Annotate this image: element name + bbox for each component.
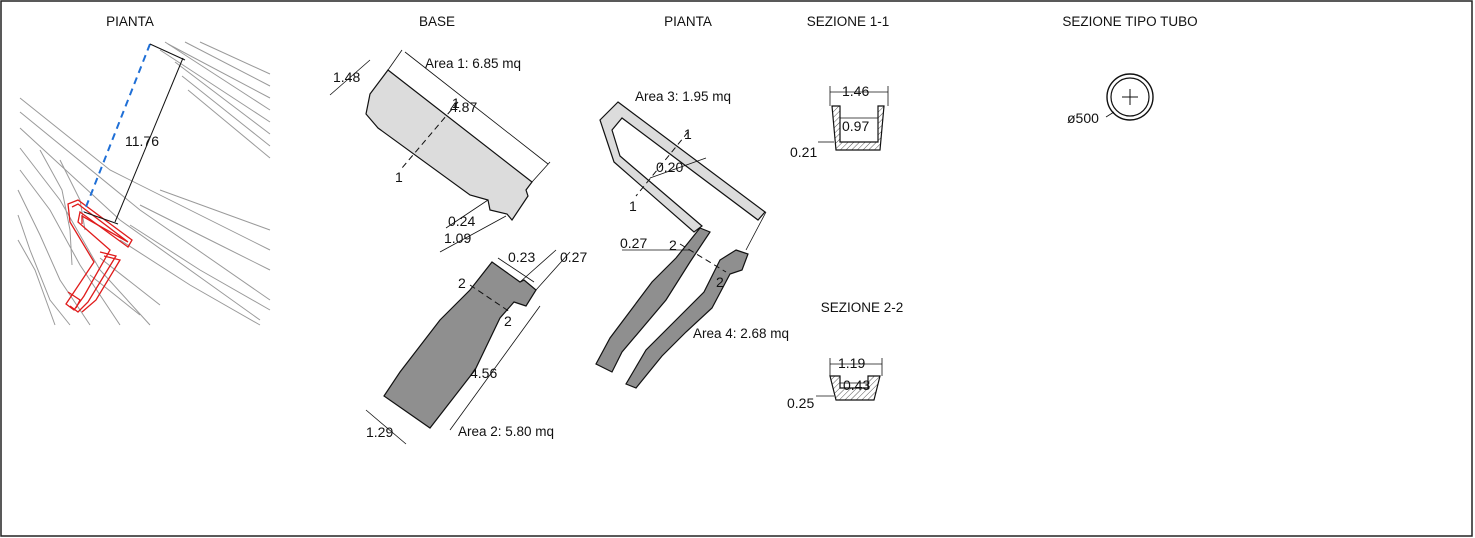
area-1-dim-step	[445, 199, 489, 229]
area-1-step-b: 1.09	[444, 230, 471, 246]
site-plan: 11.76	[17, 41, 271, 326]
title-sezione-2-2: SEZIONE 2-2	[821, 300, 904, 315]
base-section-1-mark-a: 1	[452, 95, 460, 111]
base-section-2-mark-a: 2	[458, 275, 466, 291]
structure-plan: 1 1 Area 3: 1.95 mq 0.20 2 2 0.27 Area 4…	[595, 89, 789, 389]
section-2-2: 1.19 0.43 0.25	[787, 355, 883, 411]
mid-section-2-mark-b: 2	[716, 274, 724, 290]
wall-dim-line	[649, 157, 707, 179]
section-1-1-top: 1.46	[842, 83, 869, 99]
mid-section-1-line	[635, 131, 689, 197]
area-2-label: Area 2: 5.80 mq	[458, 424, 554, 439]
section-2-2-inner: 0.43	[843, 377, 870, 393]
section-1-1-inner: 0.97	[842, 118, 869, 134]
area-2-dim-length	[449, 305, 541, 431]
area-3-label: Area 3: 1.95 mq	[635, 89, 731, 104]
distance-dimension	[83, 43, 186, 225]
area-4-label: Area 4: 2.68 mq	[693, 326, 789, 341]
area-3-shape	[599, 101, 766, 233]
area-2-ext-top	[519, 249, 557, 283]
area-1-ext-a	[387, 49, 403, 71]
mid-section-1-mark-b: 1	[629, 198, 637, 214]
title-sezione-tipo-tubo: SEZIONE TIPO TUBO	[1062, 14, 1197, 29]
reference-dashed-line	[83, 43, 151, 213]
distance-label: 11.76	[125, 133, 159, 149]
base-plan: 1 1 Area 1: 6.85 mq 1.48 4.87 0.24 1.09 …	[329, 49, 587, 445]
mid-section-1-mark-a: 1	[684, 126, 692, 142]
area-2-dim-width	[365, 409, 407, 445]
title-pianta-left: PIANTA	[106, 14, 154, 29]
area-1-ext-b	[531, 161, 551, 183]
title-sezione-1-1: SEZIONE 1-1	[807, 14, 890, 29]
wall-dim-027: 0.27	[620, 235, 647, 251]
area-4-shape-a	[595, 227, 711, 373]
wall-dim-020: 0.20	[656, 159, 683, 175]
area-1-dim-step2	[439, 215, 507, 253]
base-section-2-mark-b: 2	[504, 313, 512, 329]
section-2-2-channel	[829, 375, 881, 401]
area-1-width: 1.48	[333, 69, 360, 85]
base-section-1-mark-b: 1	[395, 169, 403, 185]
pipe-diameter: ø500	[1067, 110, 1099, 126]
section-2-2-top: 1.19	[838, 355, 865, 371]
title-base: BASE	[419, 14, 455, 29]
area-1-dim-length	[404, 51, 549, 165]
structure-plan-outline	[65, 199, 133, 313]
area-2-length: 4.56	[470, 365, 497, 381]
area-1-label: Area 1: 6.85 mq	[425, 56, 521, 71]
mid-section-2-mark-a: 2	[669, 237, 677, 253]
area-4-shape-b	[625, 249, 749, 389]
area-2-dim-top	[497, 257, 535, 283]
wall-ext-line	[745, 211, 767, 251]
mid-section-2-line	[679, 243, 727, 273]
base-section-1-line	[401, 101, 459, 169]
base-section-2-line	[469, 284, 511, 313]
area-2-width: 1.29	[366, 424, 393, 440]
pipe-section: ø500	[1067, 73, 1154, 126]
pipe-inner-circle	[1110, 77, 1150, 117]
contour-lines	[17, 41, 271, 326]
pipe-outer-circle	[1106, 73, 1154, 121]
area-2-top-b: 0.27	[560, 249, 587, 265]
section-1-1-side: 0.21	[790, 144, 817, 160]
area-2-ext-top2	[535, 251, 571, 291]
area-2-top-a: 0.23	[508, 249, 535, 265]
title-pianta-mid: PIANTA	[664, 14, 712, 29]
section-1-1: 1.46 0.97 0.21	[790, 83, 889, 160]
section-2-2-side: 0.25	[787, 395, 814, 411]
area-1-dim-width	[329, 59, 371, 96]
area-1-step-a: 0.24	[448, 213, 475, 229]
area-1-shape	[365, 69, 533, 222]
area-1-length: 4.87	[450, 99, 477, 115]
pipe-leader	[1105, 111, 1115, 118]
